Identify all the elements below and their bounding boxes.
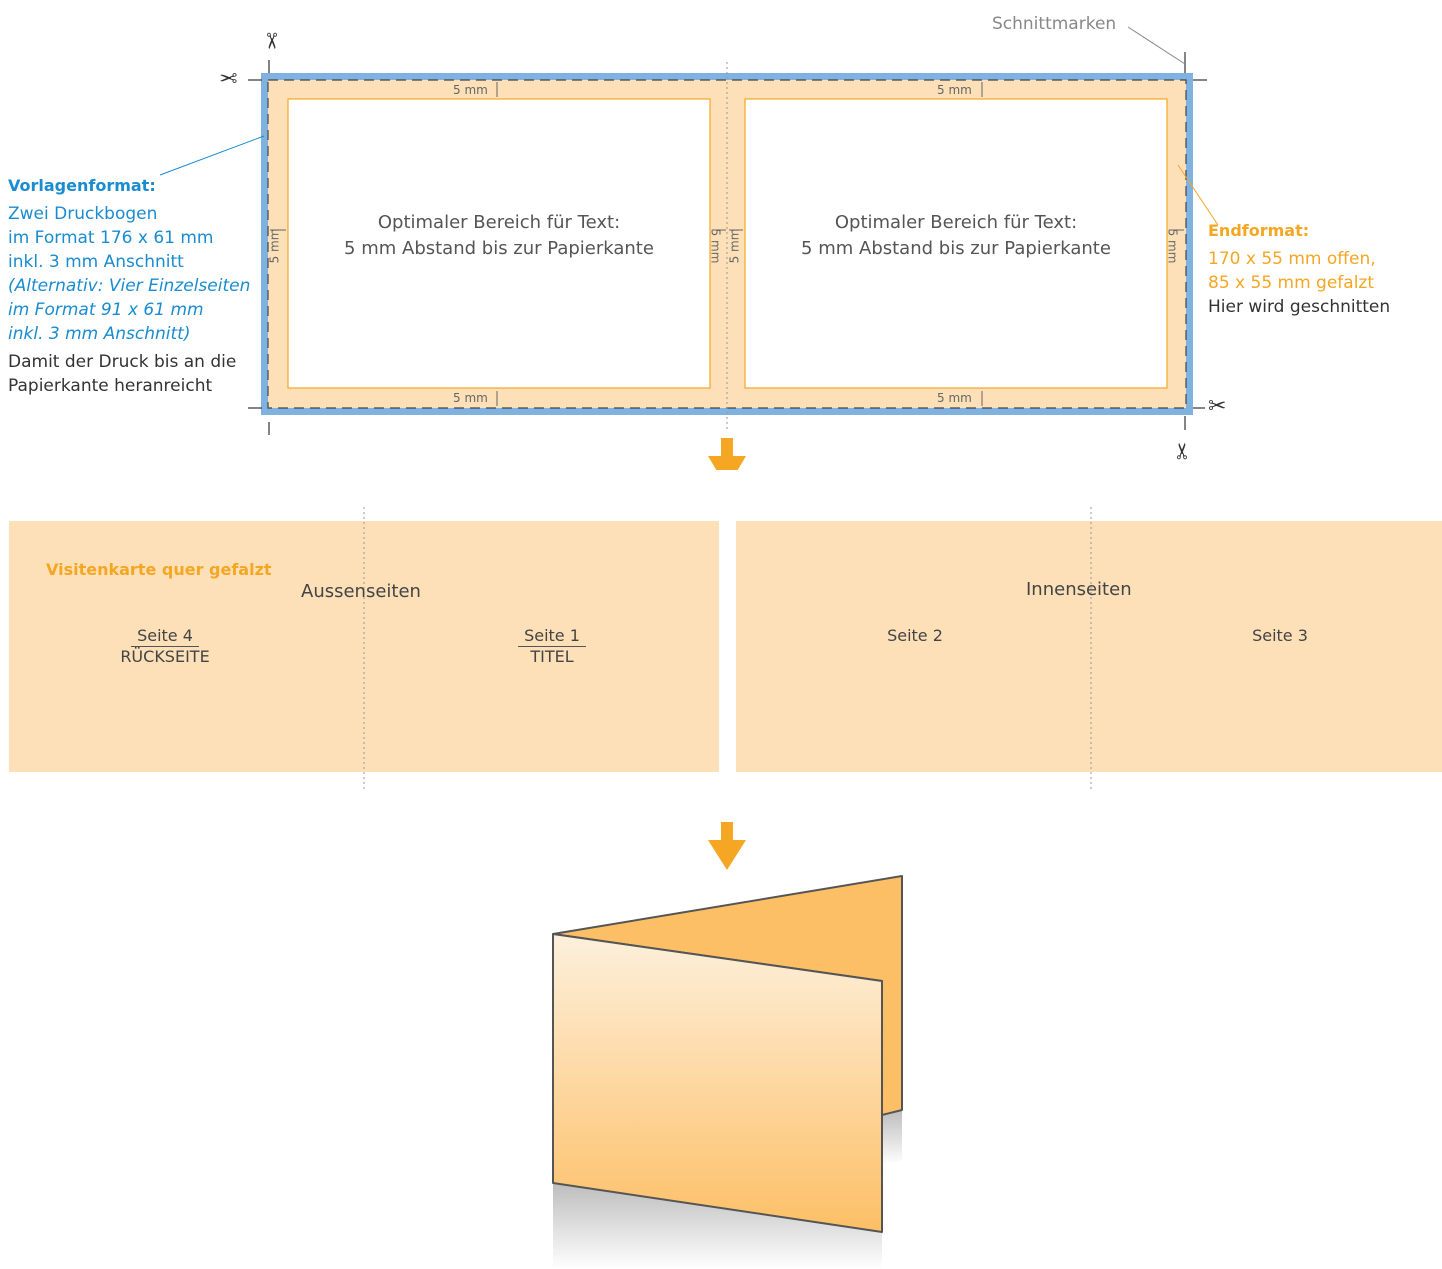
page-3-label: Seite 3 <box>1252 626 1308 645</box>
card-shadow-front <box>553 1183 882 1269</box>
template-format-alt2: im Format 91 x 61 mm <box>8 300 204 320</box>
schnittmarken-leader <box>1127 26 1186 65</box>
safe-area-right <box>744 98 1168 389</box>
panel-fold-lines <box>363 507 1092 789</box>
safe-area-text-left: Optimaler Bereich für Text: 5 mm Abstand… <box>288 210 710 262</box>
mm-label-bottom-left: 5 mm <box>453 391 488 405</box>
safe-area-left <box>287 98 711 389</box>
mm-label-mid-right: 5 mm <box>727 228 742 264</box>
page-1-title: Seite 1 <box>518 626 586 647</box>
inner-pages-heading: Innenseiten <box>1026 579 1132 600</box>
page-2-label: Seite 2 <box>887 626 943 645</box>
scissors-icon: ✂ <box>1171 441 1197 461</box>
safe-area-text-line1: Optimaler Bereich für Text: <box>834 212 1078 233</box>
final-format-note: Hier wird geschnitten <box>1208 297 1391 317</box>
template-format-note2: Papierkante heranreicht <box>8 376 213 396</box>
scissors-icon: ✂ <box>1208 394 1227 419</box>
safe-area-text-right: Optimaler Bereich für Text: 5 mm Abstand… <box>745 210 1167 262</box>
page-4-title: Seite 4 <box>131 626 199 647</box>
final-format-heading: Endformat: <box>1208 221 1310 240</box>
arrow-down-icon <box>708 822 746 870</box>
mm-label-top-right: 5 mm <box>937 83 972 97</box>
template-format-line2: im Format 176 x 61 mm <box>8 228 214 248</box>
safe-area-text-line1: Optimaler Bereich für Text: <box>377 212 621 233</box>
template-format-heading: Vorlagenformat: <box>8 176 156 195</box>
template-format-alt3: inkl. 3 mm Anschnitt) <box>8 324 191 344</box>
template-format-note1: Damit der Druck bis an die <box>8 352 237 372</box>
vorlagenformat-leader <box>159 135 265 176</box>
page-1-label: Seite 1 TITEL <box>487 626 617 666</box>
template-format-label: Vorlagenformat: Zwei Druckbogen im Forma… <box>8 174 250 398</box>
template-diagram <box>159 26 1219 470</box>
safe-area-text-line2: 5 mm Abstand bis zur Papierkante <box>801 238 1111 259</box>
outer-pages-heading: Aussenseiten <box>301 581 421 602</box>
mm-label-mid-left: 5 mm <box>708 228 723 264</box>
page-1-subtitle: TITEL <box>530 647 574 666</box>
template-format-alt1: (Alternativ: Vier Einzelseiten <box>8 276 251 296</box>
final-format-line1: 170 x 55 mm offen, <box>1208 249 1376 269</box>
mm-label-top-left: 5 mm <box>453 83 488 97</box>
final-format-label: Endformat: 170 x 55 mm offen, 85 x 55 mm… <box>1208 219 1390 319</box>
folded-card-illustration <box>552 822 903 1269</box>
page-4-subtitle: RÜCKSEITE <box>120 647 210 666</box>
scissors-icon: ✂ <box>219 67 238 92</box>
final-format-line2: 85 x 55 mm gefalzt <box>1208 273 1375 293</box>
cut-marks-label: Schnittmarken <box>992 14 1117 34</box>
arrow-down-icon <box>708 438 746 470</box>
safe-area-text-line2: 5 mm Abstand bis zur Papierkante <box>344 238 654 259</box>
template-format-line3: inkl. 3 mm Anschnitt <box>8 252 184 272</box>
mm-label-right: 5 mm <box>1165 228 1180 264</box>
card-shadow-back <box>882 1110 902 1165</box>
folded-card-title: Visitenkarte quer gefalzt <box>46 560 272 579</box>
template-format-line1: Zwei Druckbogen <box>8 204 158 224</box>
scissors-icon: ✂ <box>258 31 284 51</box>
inner-pages-panel <box>736 521 1442 772</box>
mm-label-bottom-right: 5 mm <box>937 391 972 405</box>
card-front-panel <box>552 933 883 1233</box>
mm-label-left: 5 mm <box>267 228 282 264</box>
page-4-label: Seite 4 RÜCKSEITE <box>100 626 230 666</box>
endformat-leader <box>1177 164 1219 226</box>
